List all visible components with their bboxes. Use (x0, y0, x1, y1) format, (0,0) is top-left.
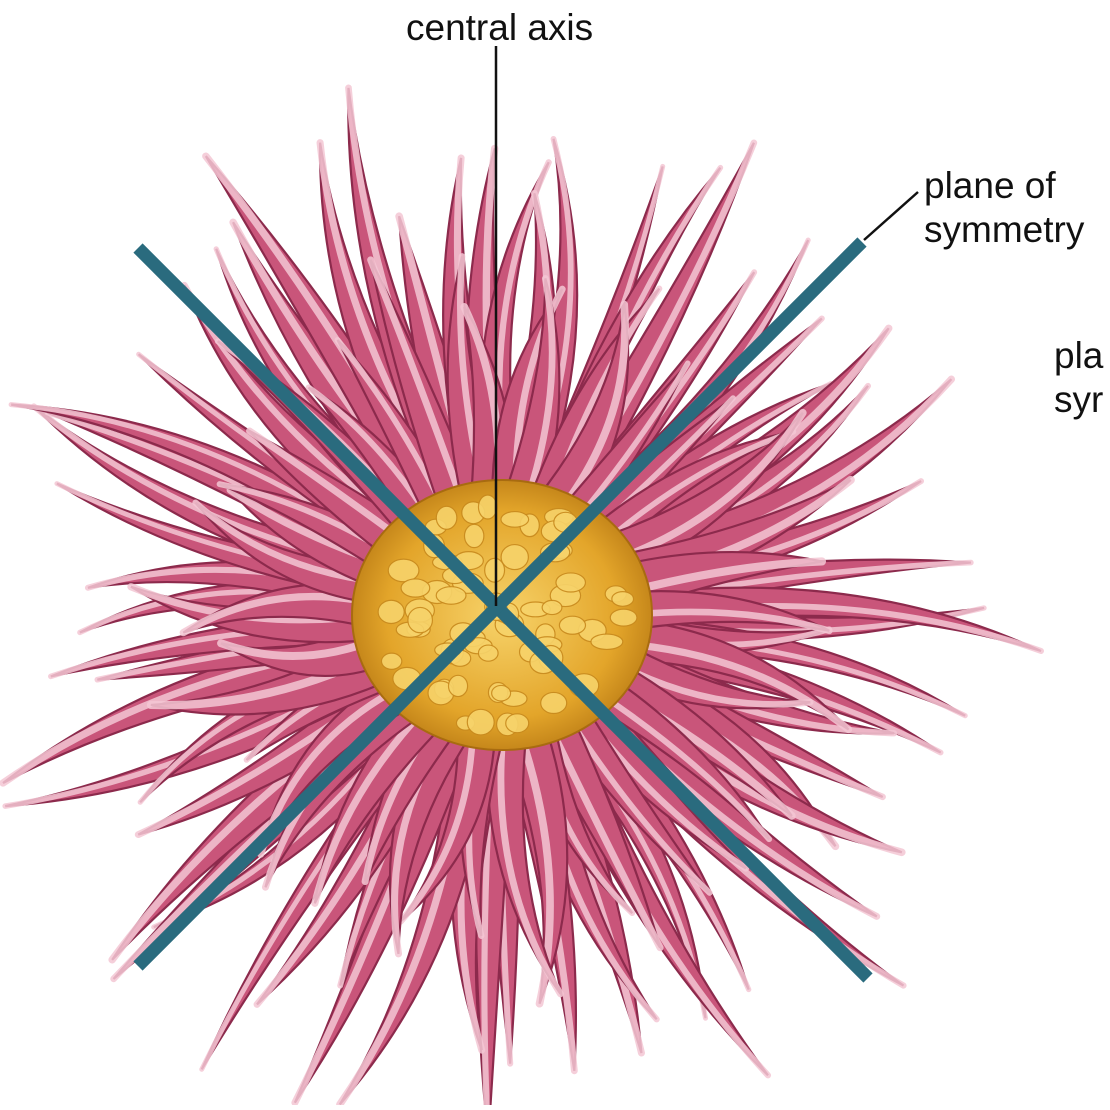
plane-of-symmetry-leader (864, 192, 918, 240)
plane-cut-line2: syr (1054, 378, 1103, 422)
disc-bump (559, 616, 585, 634)
plane-of-symmetry-label: plane of symmetry (924, 164, 1084, 252)
plane-of-symmetry-line1: plane of (924, 164, 1084, 208)
disc-bump (610, 609, 637, 626)
disc-bump (467, 709, 494, 735)
disc-bump (506, 714, 529, 733)
disc-bump (478, 645, 498, 661)
plane-of-symmetry-label-cut: pla syr (1054, 334, 1103, 422)
disc-bump (378, 600, 404, 623)
disc-bump (541, 692, 567, 713)
disc-bump (436, 587, 466, 605)
disc-bump (501, 545, 528, 570)
disc-bump (485, 558, 505, 582)
disc-bump (464, 524, 483, 547)
disc-bump (591, 634, 623, 649)
disc-bump (448, 675, 467, 696)
disc-bump (492, 685, 511, 700)
disc-bump (401, 579, 430, 597)
disc-bump (408, 607, 433, 632)
plane-cut-line1: pla (1054, 334, 1103, 378)
disc-bump (542, 600, 562, 614)
disc-bump (501, 512, 529, 528)
disc-bump (612, 592, 634, 607)
central-axis-text: central axis (406, 6, 593, 50)
central-axis-label: central axis (406, 6, 593, 50)
disc-bump (556, 573, 586, 592)
disc-bump (436, 506, 457, 529)
plane-of-symmetry-line2: symmetry (924, 208, 1084, 252)
disc-bump (478, 495, 496, 519)
disc-bump (381, 653, 401, 669)
